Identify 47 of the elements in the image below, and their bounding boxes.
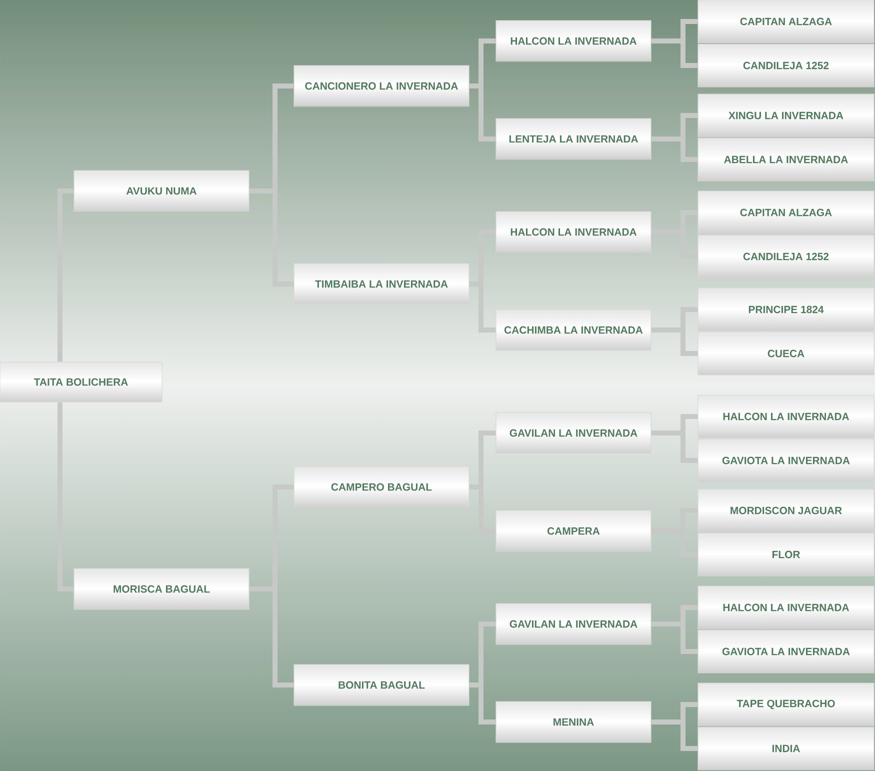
connector-line xyxy=(246,84,296,286)
name-box: GAVIOTA LA INVERNADA xyxy=(698,630,874,674)
name-box: CANCIONERO LA INVERNADA xyxy=(294,65,470,107)
name-box: GAVILAN LA INVERNADA xyxy=(496,412,652,454)
name-box: CACHIMBA LA INVERNADA xyxy=(496,309,652,351)
name-box: CAMPERO BAGUAL xyxy=(294,466,470,508)
name-box: CANDILEJA 1252 xyxy=(698,234,874,278)
name-box: ABELLA LA INVERNADA xyxy=(698,138,874,182)
connector-line xyxy=(648,605,700,654)
connector-line xyxy=(648,414,700,463)
name-box: MORISCA BAGUAL xyxy=(74,568,250,610)
connector-line xyxy=(466,622,498,724)
connector-line xyxy=(648,508,700,557)
connector-line xyxy=(648,307,700,356)
name-box: MENINA xyxy=(496,701,652,743)
name-box: CAPITAN ALZAGA xyxy=(698,190,874,234)
connector-line xyxy=(466,430,498,534)
name-box: PRINCIPE 1824 xyxy=(698,288,874,332)
connector-line xyxy=(58,402,74,592)
name-box: HALCON LA INVERNADA xyxy=(698,394,874,438)
name-box: CANDILEJA 1252 xyxy=(698,44,874,88)
name-box: AVUKU NUMA xyxy=(74,170,250,212)
name-box: TAITA BOLICHERA xyxy=(0,362,162,402)
name-box: INDIA xyxy=(698,726,874,770)
connector-line xyxy=(58,188,74,362)
name-box: TAPE QUEBRACHO xyxy=(698,682,874,726)
connector-line xyxy=(466,38,498,142)
connector-line xyxy=(648,210,700,259)
name-box: HALCON LA INVERNADA xyxy=(496,20,652,62)
connector-line xyxy=(466,230,498,332)
name-box: GAVILAN LA INVERNADA xyxy=(496,603,652,645)
name-box: TIMBAIBA LA INVERNADA xyxy=(294,263,470,305)
name-box: MORDISCON JAGUAR xyxy=(698,488,874,532)
name-box: LENTEJA LA INVERNADA xyxy=(496,118,652,160)
name-box: XINGU LA INVERNADA xyxy=(698,94,874,138)
name-box: BONITA BAGUAL xyxy=(294,664,470,706)
connector-line xyxy=(648,113,700,162)
connector-line xyxy=(246,484,296,688)
name-box: CAMPERA xyxy=(496,510,652,552)
name-box: GAVIOTA LA INVERNADA xyxy=(698,438,874,482)
name-box: HALCON LA INVERNADA xyxy=(496,211,652,253)
connector-line xyxy=(648,19,700,68)
name-box: CUECA xyxy=(698,332,874,376)
connector-line xyxy=(648,702,700,751)
name-box: HALCON LA INVERNADA xyxy=(698,586,874,630)
name-box: CAPITAN ALZAGA xyxy=(698,0,874,44)
name-box: FLOR xyxy=(698,532,874,576)
